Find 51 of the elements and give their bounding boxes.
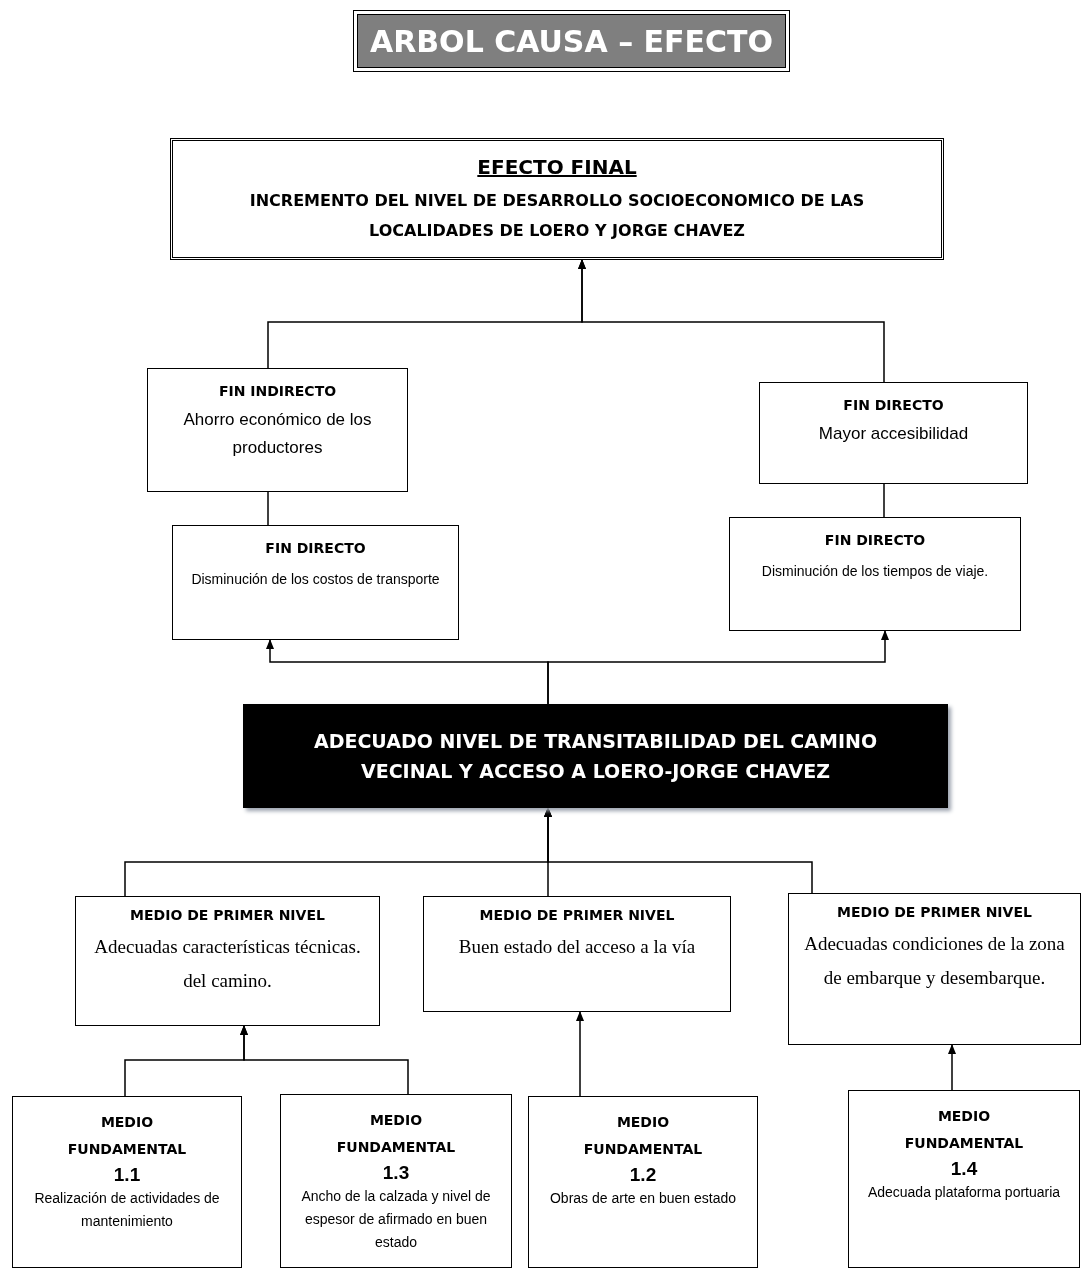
box-heading: MEDIO DE PRIMER NIVEL	[479, 906, 675, 925]
arrow	[578, 259, 885, 383]
box-heading: MEDIO FUNDAMENTAL	[903, 1107, 1025, 1153]
box-text: Adecuadas características técnicas. del camino.	[93, 935, 362, 993]
box-text: Adecuada plataforma portuaria	[867, 1183, 1061, 1202]
means-box	[528, 1096, 758, 1268]
final-effect-box	[170, 138, 944, 260]
box-text: ADECUADO NIVEL DE TRANSITABILIDAD DEL CAMINO VECINAL Y ACCESO A LOERO-JORGE CHAVEZ	[312, 729, 879, 784]
title: ARBOL CAUSA – EFECTO	[357, 14, 786, 68]
box-text: Adecuadas condiciones de la zona de embarque y desembarque.	[803, 932, 1066, 990]
arrow	[544, 807, 813, 894]
box-heading: MEDIO DE PRIMER NIVEL	[837, 903, 1032, 922]
box-text: INCREMENTO DEL NIVEL DE DESARROLLO SOCIOECONOMICO DE LAS LOCALIDADES DE LOERO Y JORGE CHAVEZ	[248, 190, 866, 242]
box-text: Realización de actividades de mantenimiento	[33, 1189, 221, 1231]
arrow	[240, 1025, 409, 1095]
box-number: 1.2	[629, 1163, 657, 1187]
connector-line	[267, 491, 269, 526]
means-box	[423, 896, 731, 1012]
means-box	[788, 893, 1081, 1045]
box-text: Disminución de los costos de transporte	[191, 570, 440, 589]
box-number: 1.3	[382, 1161, 410, 1185]
arrow	[547, 630, 889, 705]
box-heading: FIN INDIRECTO	[218, 382, 337, 401]
box-heading: FIN DIRECTO	[843, 396, 944, 415]
goal-box	[729, 517, 1021, 631]
means-box	[280, 1094, 512, 1268]
goal-box	[172, 525, 459, 640]
central-box	[243, 704, 948, 808]
box-heading: FIN DIRECTO	[265, 539, 366, 558]
means-box	[12, 1096, 242, 1268]
box-heading: MEDIO DE PRIMER NIVEL	[130, 906, 325, 925]
box-heading: MEDIO FUNDAMENTAL	[66, 1113, 188, 1159]
box-text: Mayor accesibilidad	[818, 423, 969, 445]
means-box	[848, 1090, 1080, 1268]
goal-box	[147, 368, 408, 492]
box-heading: FIN DIRECTO	[824, 531, 926, 550]
goal-box	[759, 382, 1028, 484]
box-text: Obras de arte en buen estado	[550, 1189, 736, 1208]
means-box	[75, 896, 380, 1026]
box-heading: EFECTO FINAL	[477, 154, 637, 181]
arrow	[948, 1044, 956, 1091]
box-text: Ahorro económico de los productores	[182, 409, 373, 459]
box-text: Disminución de los tiempos de viaje.	[761, 562, 989, 581]
arrow	[576, 1011, 584, 1097]
box-heading: MEDIO FUNDAMENTAL	[335, 1111, 457, 1157]
connector-line	[883, 483, 885, 518]
box-heading: MEDIO FUNDAMENTAL	[582, 1113, 704, 1159]
box-number: 1.1	[113, 1163, 141, 1187]
box-text: Ancho de la calzada y nivel de espesor de afirmado en buen estado	[300, 1187, 492, 1252]
box-number: 1.4	[950, 1157, 978, 1181]
box-text: Buen estado del acceso a la vía	[458, 935, 696, 959]
